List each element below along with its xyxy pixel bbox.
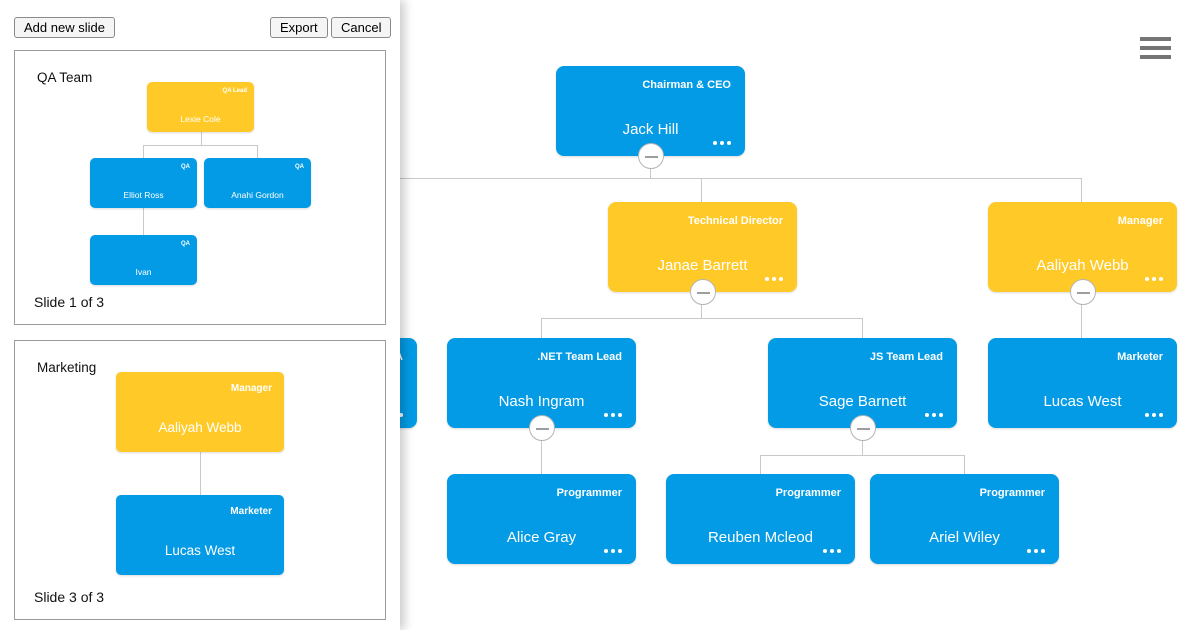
- connector: [541, 318, 542, 338]
- slide-footer: Slide 1 of 3: [34, 294, 105, 310]
- connector: [330, 178, 1081, 179]
- node-name: Nash Ingram: [498, 393, 585, 410]
- node-role: QA: [295, 164, 304, 170]
- collapse-button[interactable]: [689, 279, 716, 305]
- node-name: Janae Barrett: [657, 257, 748, 274]
- node-name: Ivan: [135, 267, 152, 277]
- node-role: .NET Team Lead: [537, 351, 622, 363]
- node-role: Programmer: [775, 487, 841, 499]
- cancel-button[interactable]: Cancel: [331, 17, 392, 38]
- collapse-button[interactable]: [637, 143, 664, 169]
- org-node-jack-hill[interactable]: Chairman & CEO Jack Hill: [556, 66, 745, 169]
- node-role: Manager: [230, 383, 272, 394]
- hamburger-bar: [1140, 46, 1171, 50]
- org-node-sage-barnett[interactable]: JS Team Lead Sage Barnett: [768, 338, 957, 441]
- slide-title: Marketing: [37, 360, 97, 375]
- node-options-icon[interactable]: [604, 413, 622, 417]
- node-name: Alice Gray: [506, 529, 577, 546]
- node-options-icon[interactable]: [713, 141, 731, 145]
- connector: [760, 455, 761, 474]
- org-node-lucas-west[interactable]: Marketer Lucas West: [988, 338, 1177, 428]
- node-name: Ariel Wiley: [929, 529, 1000, 546]
- connector: [201, 132, 202, 145]
- node-role: Manager: [1117, 215, 1163, 227]
- connector: [862, 428, 863, 455]
- export-button[interactable]: Export: [270, 17, 328, 38]
- node-role: Technical Director: [687, 215, 783, 227]
- hamburger-bar: [1140, 55, 1171, 59]
- connector: [143, 145, 144, 158]
- node-name: Aaliyah Webb: [158, 420, 242, 435]
- connector: [143, 145, 257, 146]
- collapse-button[interactable]: [1069, 279, 1096, 305]
- node-options-icon[interactable]: [1145, 413, 1163, 417]
- node-name: Lucas West: [164, 543, 236, 558]
- node-name: Sage Barnett: [818, 393, 907, 410]
- collapse-button[interactable]: [528, 415, 555, 441]
- slides-panel: Add new slide Export Cancel QA Team QA L…: [0, 0, 400, 630]
- node-role: QA: [181, 164, 190, 170]
- connector: [862, 318, 863, 338]
- org-node-janae-barrett[interactable]: Technical Director Janae Barrett: [608, 202, 797, 305]
- node-options-icon[interactable]: [604, 549, 622, 553]
- node-role: Marketer: [230, 506, 272, 517]
- node-options-icon[interactable]: [823, 549, 841, 553]
- connector: [701, 178, 702, 202]
- slide-card-qa-team[interactable]: QA Team QA Lead Lexie Cole QA Elliot Ros…: [14, 50, 386, 325]
- org-node-aaliyah-webb[interactable]: Manager Aaliyah Webb: [988, 202, 1177, 305]
- connector: [143, 208, 144, 235]
- slide-card-marketing[interactable]: Marketing Manager Aaliyah Webb Marketer …: [14, 340, 386, 620]
- mini-node-lexie-cole: QA Lead Lexie Cole: [147, 82, 254, 132]
- slide-footer: Slide 3 of 3: [34, 589, 105, 605]
- connector: [701, 292, 702, 318]
- hamburger-bar: [1140, 37, 1171, 41]
- node-name: Lucas West: [1043, 393, 1122, 410]
- mini-node-aaliyah-webb: Manager Aaliyah Webb: [116, 372, 284, 452]
- connector: [964, 455, 965, 474]
- collapse-button[interactable]: [849, 415, 876, 441]
- org-node-alice-gray[interactable]: Programmer Alice Gray: [447, 474, 636, 564]
- node-options-icon[interactable]: [1145, 277, 1163, 281]
- node-role: Marketer: [1117, 351, 1163, 363]
- node-role: Chairman & CEO: [642, 79, 731, 91]
- node-role: Programmer: [556, 487, 622, 499]
- node-name: Aaliyah Webb: [1036, 257, 1129, 274]
- add-new-slide-button[interactable]: Add new slide: [14, 17, 115, 38]
- node-role: Programmer: [979, 487, 1045, 499]
- connector: [541, 318, 862, 319]
- connector: [760, 455, 964, 456]
- node-options-icon[interactable]: [1027, 549, 1045, 553]
- menu-hamburger-icon[interactable]: [1140, 37, 1171, 59]
- connector: [257, 145, 258, 158]
- connector: [200, 452, 201, 495]
- node-options-icon[interactable]: [925, 413, 943, 417]
- slide-title: QA Team: [37, 70, 93, 85]
- org-node-nash-ingram[interactable]: .NET Team Lead Nash Ingram: [447, 338, 636, 441]
- node-role: QA: [181, 241, 190, 247]
- node-name: Lexie Cole: [180, 114, 221, 124]
- connector: [1081, 178, 1082, 202]
- mini-node-anahi-gordon: QA Anahi Gordon: [204, 158, 311, 208]
- node-role: QA Lead: [222, 88, 247, 94]
- org-node-reuben-mcleod[interactable]: Programmer Reuben Mcleod: [666, 474, 855, 564]
- org-node-ariel-wiley[interactable]: Programmer Ariel Wiley: [870, 474, 1059, 564]
- connector: [541, 428, 542, 474]
- node-name: Elliot Ross: [123, 190, 164, 200]
- node-name: Jack Hill: [622, 121, 679, 138]
- node-options-icon[interactable]: [765, 277, 783, 281]
- mini-node-lucas-west: Marketer Lucas West: [116, 495, 284, 575]
- node-role: JS Team Lead: [869, 351, 943, 363]
- mini-node-ivan: QA Ivan: [90, 235, 197, 285]
- node-name: Reuben Mcleod: [707, 529, 814, 546]
- node-name: Anahi Gordon: [231, 190, 284, 200]
- connector: [1081, 292, 1082, 338]
- mini-node-elliot-ross: QA Elliot Ross: [90, 158, 197, 208]
